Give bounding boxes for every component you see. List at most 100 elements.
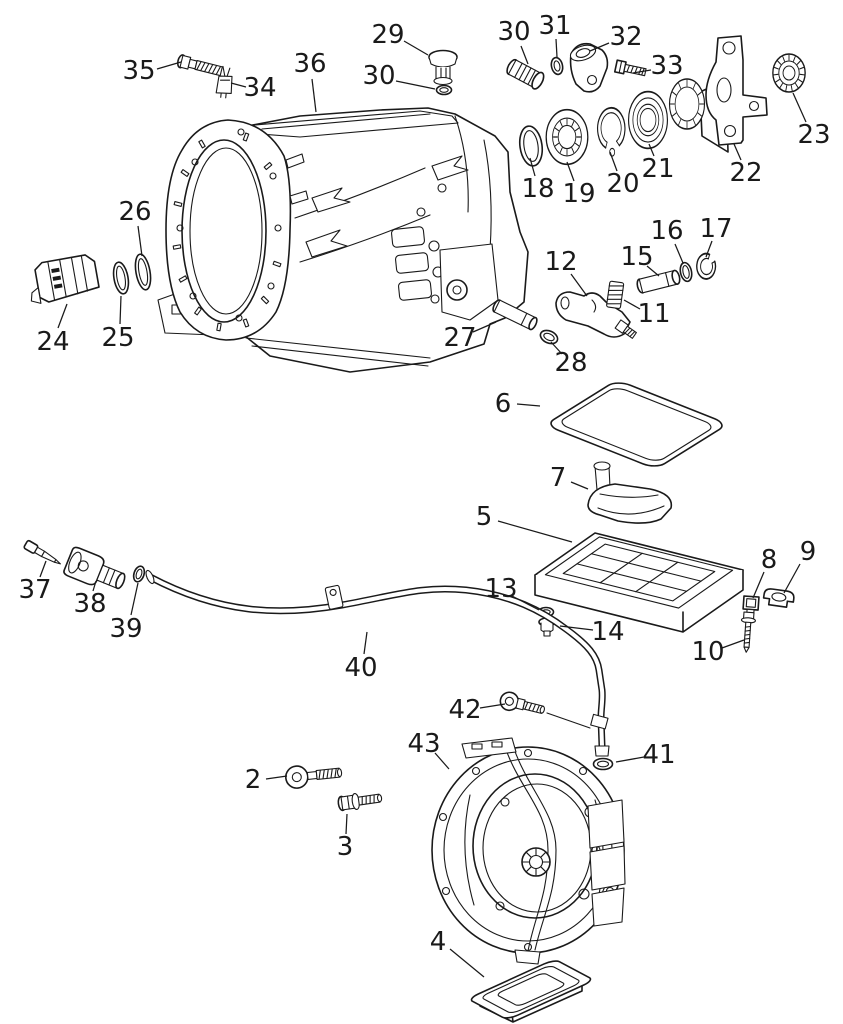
callout-34: 34	[243, 73, 277, 103]
part-28-oring	[539, 329, 559, 345]
leader-line-13	[511, 595, 540, 611]
callout-12: 12	[544, 247, 578, 277]
callout-17: 17	[699, 214, 733, 244]
part-3-bolt	[337, 793, 383, 812]
callout-14: 14	[591, 617, 625, 647]
callout-21: 21	[641, 154, 675, 184]
leader-line-23	[792, 92, 807, 123]
leader-line-31	[555, 38, 558, 58]
part-7-filter	[587, 461, 673, 524]
callout-40: 40	[344, 653, 378, 683]
leader-line-29	[403, 40, 429, 56]
callout-10: 10	[691, 637, 725, 667]
leader-line-42	[479, 703, 506, 709]
leader-line-19	[566, 161, 575, 182]
leader-line-11	[623, 299, 641, 310]
part-38-cap	[63, 546, 126, 590]
leader-line-36	[311, 78, 317, 113]
leader-line-32	[589, 42, 610, 52]
leader-line-6	[516, 403, 541, 407]
part-21-seal	[627, 90, 669, 150]
leader-line-33	[632, 69, 652, 74]
leader-line-22	[733, 143, 742, 161]
part-30-sleeve	[506, 58, 545, 90]
callout-3: 3	[336, 832, 354, 862]
part-18-oring	[518, 125, 544, 167]
part-35-screw	[176, 54, 223, 77]
leader-line-43	[434, 752, 450, 770]
callout-7: 7	[549, 463, 567, 493]
part-36-transmission-case	[157, 107, 529, 373]
part-17-snap-ring	[696, 252, 717, 280]
part-43-converter-housing	[431, 737, 626, 965]
leader-line-16	[674, 243, 684, 264]
leader-line-2	[265, 775, 288, 780]
leader-line-38	[92, 580, 97, 592]
callout-36: 36	[293, 49, 327, 79]
part-32-bracket	[569, 42, 609, 93]
part-22-output-flange	[668, 35, 768, 153]
callout-30: 30	[497, 17, 531, 47]
callout-15: 15	[620, 242, 654, 272]
leader-lines	[39, 38, 807, 978]
part-39-oring	[132, 565, 146, 583]
part-6-gasket	[545, 380, 728, 469]
part-33-bolt	[613, 59, 647, 77]
leader-line-20	[609, 151, 618, 172]
leader-line-37	[39, 560, 47, 578]
leader-line-9	[783, 563, 801, 594]
leader-line-15	[646, 265, 660, 277]
callout-22: 22	[729, 158, 763, 188]
leader-line-24	[57, 303, 68, 329]
leader-line-12	[570, 273, 588, 297]
callout-32: 32	[609, 22, 643, 52]
part-29-vent-cap	[428, 49, 458, 86]
leader-line-30	[395, 80, 436, 90]
part-41-oring	[592, 757, 614, 771]
callout-11: 11	[637, 299, 671, 329]
part-9-clamp-nut	[762, 588, 795, 608]
leader-line-17	[705, 240, 713, 258]
callout-18: 18	[521, 174, 555, 204]
callout-6: 6	[494, 389, 512, 419]
part-37-pin	[23, 539, 61, 565]
leader-line-25	[119, 295, 122, 325]
callout-5: 5	[475, 502, 493, 532]
part-2-screw	[284, 765, 343, 789]
part-23-lock-nut	[772, 53, 806, 93]
leader-line-18	[529, 157, 536, 177]
callout-35: 35	[122, 56, 156, 86]
callout-9: 9	[799, 537, 817, 567]
callout-42: 42	[448, 695, 482, 725]
callout-38: 38	[73, 589, 107, 619]
callout-26: 26	[118, 197, 152, 227]
part-20-snap-ring	[597, 107, 626, 157]
callout-2: 2	[244, 765, 262, 795]
part-15-pin	[636, 269, 681, 294]
leader-line-34	[230, 82, 247, 88]
part-34-clip	[215, 65, 233, 99]
leader-line-35	[156, 61, 182, 70]
part-8-block	[742, 595, 760, 615]
callout-20: 20	[606, 169, 640, 199]
leader-line-30	[520, 45, 529, 65]
leader-line-40	[363, 631, 368, 655]
callout-29: 29	[371, 20, 405, 50]
part-24-connector	[30, 254, 100, 304]
callout-39: 39	[109, 614, 143, 644]
callout-37: 37	[18, 575, 52, 605]
callout-28: 28	[554, 348, 588, 378]
leader-line-14	[559, 625, 594, 631]
callout-24: 24	[36, 327, 70, 357]
leader-line-41	[615, 756, 645, 763]
callout-19: 19	[562, 179, 596, 209]
callout-41: 41	[642, 740, 676, 770]
part-5-oil-pan	[535, 533, 743, 632]
callout-31: 31	[538, 11, 572, 41]
part-11-spring	[606, 280, 625, 309]
part-31-ring	[550, 56, 564, 76]
callout-43: 43	[407, 729, 441, 759]
part-25-oring	[112, 261, 130, 295]
